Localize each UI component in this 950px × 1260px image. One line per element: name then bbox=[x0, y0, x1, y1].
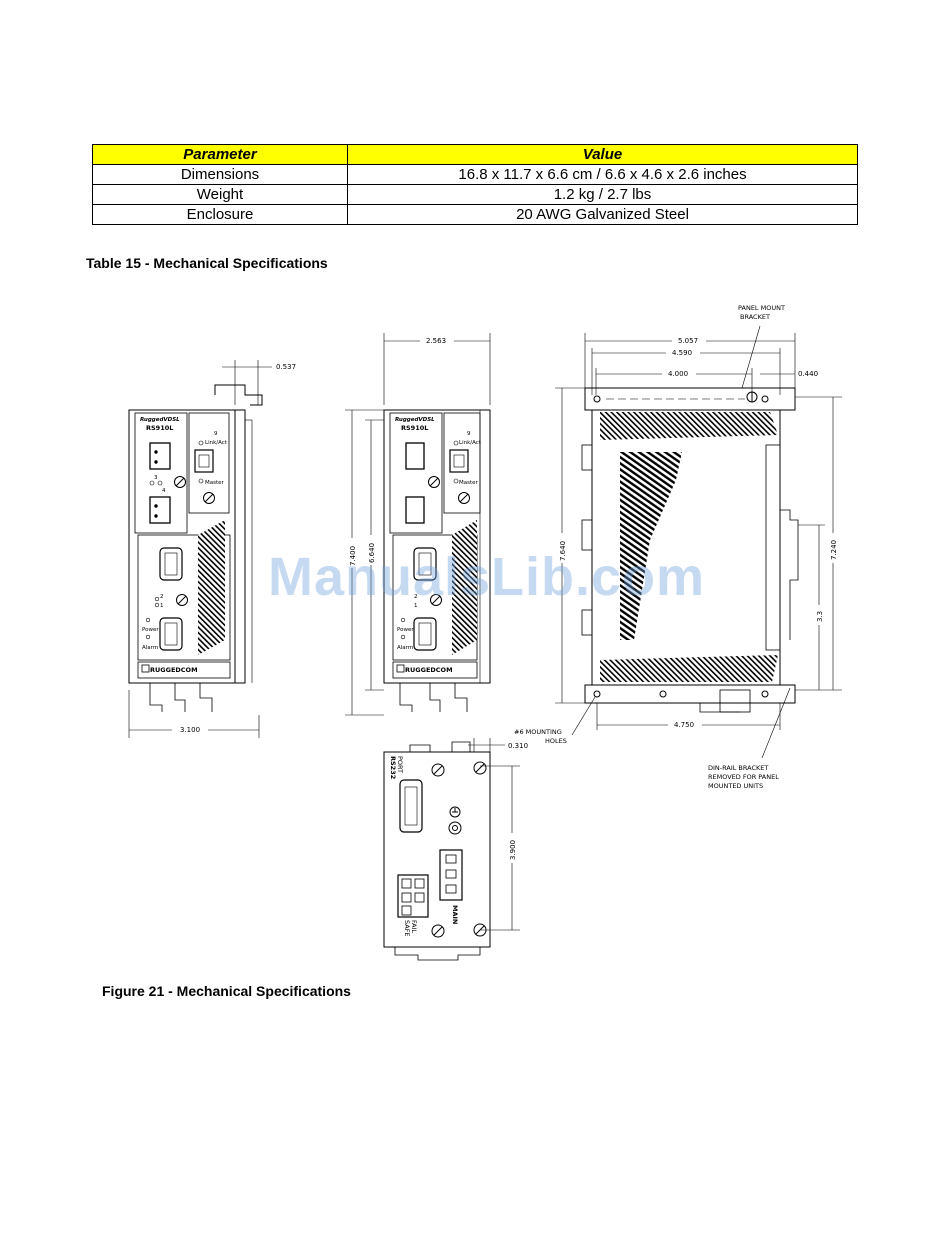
watermark: ManualsLib.com bbox=[268, 547, 706, 607]
brand-label-2: RuggedVDSL bbox=[395, 417, 435, 423]
table-cell: Enclosure bbox=[92, 204, 348, 225]
bracket-label: BRACKET bbox=[740, 313, 770, 321]
dim-0440: 0.440 bbox=[798, 370, 818, 378]
bottom-view-text: 0.310 3.900 RS232 PORT MAIN FAIL SAFE bbox=[389, 742, 528, 937]
port1-label-2: 1 bbox=[414, 603, 418, 609]
dim-4750: 4.750 bbox=[674, 721, 694, 729]
dim-0537: 0.537 bbox=[276, 363, 296, 371]
header-value: Value bbox=[347, 144, 858, 165]
port2-label: 2 bbox=[160, 594, 164, 600]
panel-mount-label: PANEL MOUNT bbox=[738, 304, 785, 312]
dim-4000: 4.000 bbox=[668, 370, 688, 378]
mounting-label: #6 MOUNTING bbox=[514, 728, 562, 736]
dim-6640: 6.640 bbox=[368, 543, 376, 563]
table-caption: Table 15 - Mechanical Specifications bbox=[86, 255, 328, 271]
main-label: MAIN bbox=[451, 905, 459, 924]
safe-label: SAFE bbox=[403, 920, 411, 937]
front-view-2-text: 2.563 7.400 6.640 RuggedVDSL RS910L 9 Li… bbox=[346, 335, 482, 674]
dim-33: 3.3 bbox=[816, 611, 824, 622]
alarm-label: Alarm bbox=[142, 645, 158, 651]
din-rail-label-2: REMOVED FOR PANEL bbox=[708, 773, 779, 781]
front-view-1 bbox=[128, 360, 272, 738]
dim-4590: 4.590 bbox=[672, 349, 692, 357]
front-view-2 bbox=[345, 333, 491, 716]
port2-label-2: 2 bbox=[414, 594, 418, 600]
table-header-row: Parameter Value bbox=[92, 144, 858, 165]
ruggedcom-logo-2: RUGGEDCOM bbox=[405, 666, 453, 674]
power-label-2: Power bbox=[397, 627, 414, 633]
dim-3100: 3.100 bbox=[180, 726, 200, 734]
table-cell: 20 AWG Galvanized Steel bbox=[347, 204, 858, 225]
table-row: Enclosure 20 AWG Galvanized Steel bbox=[92, 204, 858, 225]
fail-label: FAIL bbox=[410, 920, 418, 934]
link-act-label-2: Link/Act bbox=[459, 440, 482, 446]
side-view-text: PANEL MOUNT BRACKET 5.057 4.590 4.000 0.… bbox=[514, 304, 839, 790]
port9-label: 9 bbox=[214, 431, 218, 437]
header-parameter: Parameter bbox=[92, 144, 348, 165]
link-act-label: Link/Act bbox=[205, 440, 228, 446]
din-rail-label-3: MOUNTED UNITS bbox=[708, 782, 763, 790]
alarm-label-2: Alarm bbox=[397, 645, 413, 651]
dim-2563: 2.563 bbox=[426, 337, 446, 345]
port-label: PORT bbox=[396, 756, 404, 773]
rs232-label: RS232 bbox=[389, 756, 397, 779]
port1-label: 1 bbox=[160, 603, 164, 609]
model-label-2: RS910L bbox=[401, 424, 428, 432]
dim-7240: 7.240 bbox=[830, 540, 838, 560]
dim-7400: 7.400 bbox=[349, 546, 357, 566]
mechanical-spec-table: Parameter Value Dimensions 16.8 x 11.7 x… bbox=[92, 144, 858, 225]
ruggedcom-logo: RUGGEDCOM bbox=[150, 666, 198, 674]
holes-label: HOLES bbox=[545, 737, 567, 745]
dim-0310: 0.310 bbox=[508, 742, 528, 750]
bottom-view bbox=[383, 738, 520, 961]
power-label: Power bbox=[142, 627, 159, 633]
dim-3900: 3.900 bbox=[509, 840, 517, 860]
dim-5057: 5.057 bbox=[678, 337, 698, 345]
dim-7640: 7.640 bbox=[559, 541, 567, 561]
master-label-2: Master bbox=[459, 480, 479, 486]
master-label: Master bbox=[205, 480, 225, 486]
din-rail-label-1: DIN-RAIL BRACKET bbox=[708, 764, 768, 772]
port4-label: 4 bbox=[162, 488, 166, 494]
brand-label: RuggedVDSL bbox=[140, 417, 180, 423]
port9-label-2: 9 bbox=[467, 431, 471, 437]
front-view-1-text: 0.537 3.100 RuggedVDSL RS910L 9 Link/Act… bbox=[140, 363, 296, 736]
model-label: RS910L bbox=[146, 424, 173, 432]
side-view bbox=[555, 325, 842, 759]
port3-label: 3 bbox=[154, 475, 158, 481]
figure-caption: Figure 21 - Mechanical Specifications bbox=[102, 983, 351, 999]
